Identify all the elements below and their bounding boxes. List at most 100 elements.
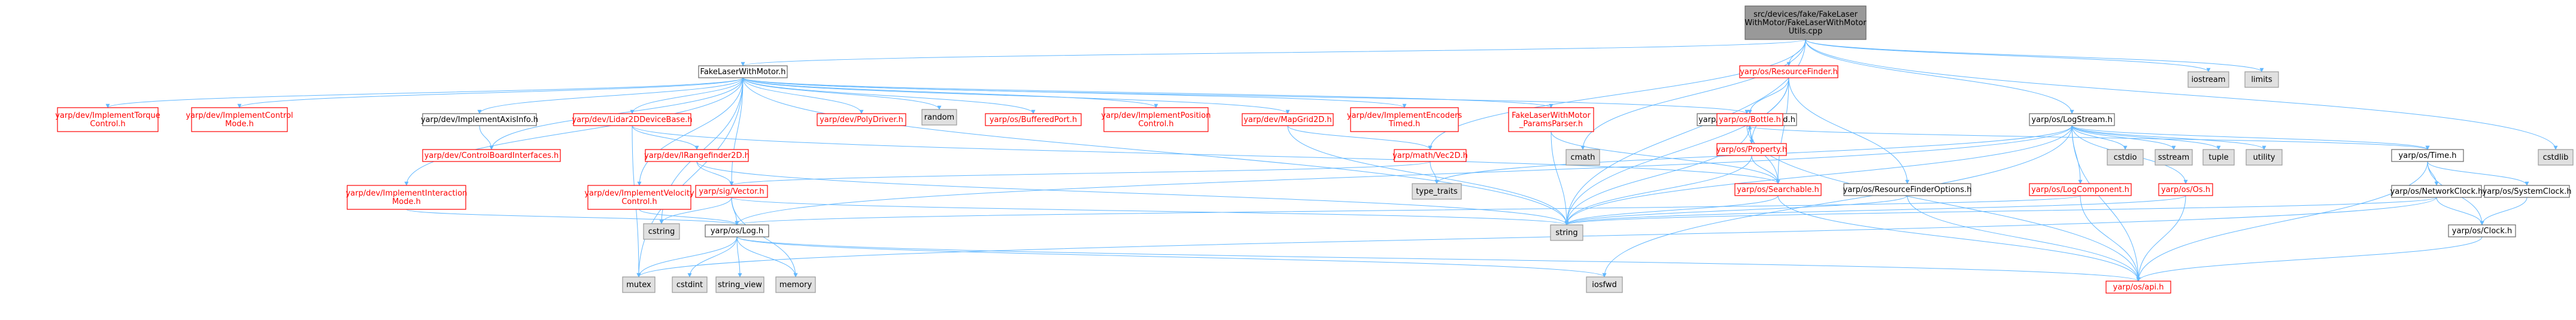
node-resourcefinder[interactable]: yarp/os/ResourceFinder.h [1739,65,1838,78]
node-box-iostream [2187,71,2229,88]
node-box-polydriver [817,113,906,126]
node-box-implementinteraction [347,185,466,210]
node-label-implementposition: Control.h [1138,120,1173,129]
node-logstream[interactable]: yarp/os/LogStream.h [2029,113,2115,126]
node-sigvector[interactable]: yarp/sig/Vector.h [695,185,768,198]
edge-fakelaser_h-to-string [742,77,1569,225]
node-label-string_view: string_view [718,281,762,289]
edge-networkclock-to-string [1564,197,2437,225]
node-implementaxisinfo[interactable]: yarp/dev/ImplementAxisInfo.h [421,113,538,126]
edge-sigvector-to-string [731,197,1569,225]
node-box-cmath [1565,149,1600,166]
node-polydriver[interactable]: yarp/dev/PolyDriver.h [817,113,906,126]
node-logcomponent[interactable]: yarp/os/LogComponent.h [2029,183,2132,196]
edge-resourcefinder-to-resourcefinderoptions [1788,77,1910,184]
node-label-bottle: yarp/os/Bottle.h [1719,115,1781,124]
node-label-sstream: sstream [2158,153,2189,162]
node-yarp_api[interactable]: yarp/os/api.h [2105,281,2171,294]
edge-property-to-string [1564,155,1752,225]
edge-fakelaser_h-to-implementcontrolmode [237,77,744,108]
node-label-log_h: yarp/os/Log.h [711,227,763,236]
node-property[interactable]: yarp/os/Property.h [1716,143,1787,156]
node-label-paramsparser: _ParamsParser.h [1519,120,1583,129]
node-iosfwd: iosfwd [1586,276,1623,293]
node-string_view: string_view [715,276,764,293]
edge-networkclock-to-mutex [636,197,2437,278]
node-root[interactable]: src/devices/fake/FakeLaserWithMotor/Fake… [1744,5,1867,40]
node-clock_h[interactable]: yarp/os/Clock.h [2448,224,2516,237]
node-lidar2d[interactable]: yarp/dev/Lidar2DDeviceBase.h [572,113,693,126]
edge-fakelaser_h-to-mapgrid2d [742,77,1290,114]
node-box-implementcontrolmode [191,107,288,132]
edge-fakelaser_h-to-implementtorque [105,77,744,108]
edge-resourcefinderoptions-to-string [1564,195,1908,225]
node-sstream: sstream [2155,149,2193,166]
node-box-implementvelocity [587,185,691,210]
node-mapgrid2d[interactable]: yarp/dev/MapGrid2D.h [1242,113,1334,126]
edge-implementvelocity-to-log_h [639,209,739,225]
node-networkclock[interactable]: yarp/os/NetworkClock.h [2390,185,2483,198]
edge-searchable-to-string [1564,195,1779,225]
node-mathvec2d[interactable]: yarp/math/Vec2D.h [1392,149,1468,162]
node-resourcefinderoptions[interactable]: yarp/os/ResourceFinderOptions.h [1843,183,1972,196]
edge-resourcefinder-to-searchable [1776,77,1789,184]
node-log_h[interactable]: yarp/os/Log.h [705,224,769,237]
node-box-implementposition [1103,107,1209,132]
edge-periodicthread-to-time_h [1746,125,2430,150]
node-box-random [921,109,957,126]
node-rangefinder2d[interactable]: yarp/dev/IRangefinder2D.h [644,149,750,162]
edge-root-to-iostream [1805,39,2211,72]
edge-resourcefinder-to-string [1564,77,1789,225]
node-label-implementtorque: yarp/dev/ImplementTorque [55,111,160,120]
node-box-systemclock [2484,185,2570,198]
node-box-mutex [622,276,656,293]
node-cstdlib: cstdlib [2538,149,2574,166]
node-label-root: Utils.cpp [1789,27,1822,36]
node-label-networkclock: yarp/os/NetworkClock.h [2390,187,2483,196]
node-label-os_h: yarp/os/Os.h [2161,185,2210,194]
edge-logstream-to-time_h [2071,125,2430,150]
edge-periodicthread-to-yarp_api [1746,125,2141,282]
node-label-root: WithMotor/FakeLaserWithMotor [1744,19,1867,28]
edge-rangefinder2d-to-sigvector [696,161,734,186]
node-box-log_h [705,224,769,237]
node-fakelaser_h[interactable]: FakeLaserWithMotor.h [698,65,788,78]
node-systemclock[interactable]: yarp/os/SystemClock.h [2483,185,2572,198]
node-label-cmath: cmath [1570,153,1595,162]
edge-systemclock-to-clock_h [2480,197,2528,225]
edge-log_h-to-string_view [736,236,742,278]
node-searchable[interactable]: yarp/os/Searchable.h [1734,183,1822,196]
edge-searchable-to-yarp_api [1777,195,2141,282]
dependency-nodes: src/devices/fake/FakeLaserWithMotor/Fake… [55,5,2574,294]
node-box-string_view [715,276,764,293]
node-label-iostream: iostream [2191,75,2225,84]
node-label-root: src/devices/fake/FakeLaser [1753,10,1858,19]
edge-root-to-fakelaser_h [741,39,1806,66]
node-label-implementposition: yarp/dev/ImplementPosition [1102,111,1211,120]
node-time_h[interactable]: yarp/os/Time.h [2391,149,2464,162]
node-paramsparser[interactable]: FakeLaserWithMotor_ParamsParser.h [1508,107,1594,132]
node-label-cstring: cstring [648,227,675,236]
node-controlboardinterfaces[interactable]: yarp/dev/ControlBoardInterfaces.h [422,149,561,162]
edge-implementinteraction-to-log_h [406,209,739,225]
node-label-polydriver: yarp/dev/PolyDriver.h [820,115,903,124]
node-box-bottle [1716,113,1783,126]
node-label-rangefinder2d: yarp/dev/IRangefinder2D.h [644,151,750,160]
node-os_h[interactable]: yarp/os/Os.h [2158,183,2213,196]
node-label-searchable: yarp/os/Searchable.h [1737,185,1819,194]
node-label-implementvelocity: yarp/dev/ImplementVelocity [584,189,694,198]
node-box-clock_h [2448,224,2516,237]
node-bufferedport[interactable]: yarp/os/BufferedPort.h [985,113,1082,126]
node-label-cstdio: cstdio [2114,153,2137,162]
node-label-yarp_api: yarp/os/api.h [2113,283,2164,292]
node-box-iosfwd [1586,276,1623,293]
node-bottle[interactable]: yarp/os/Bottle.h [1716,113,1783,126]
edge-property-to-bottle [1747,125,1752,144]
